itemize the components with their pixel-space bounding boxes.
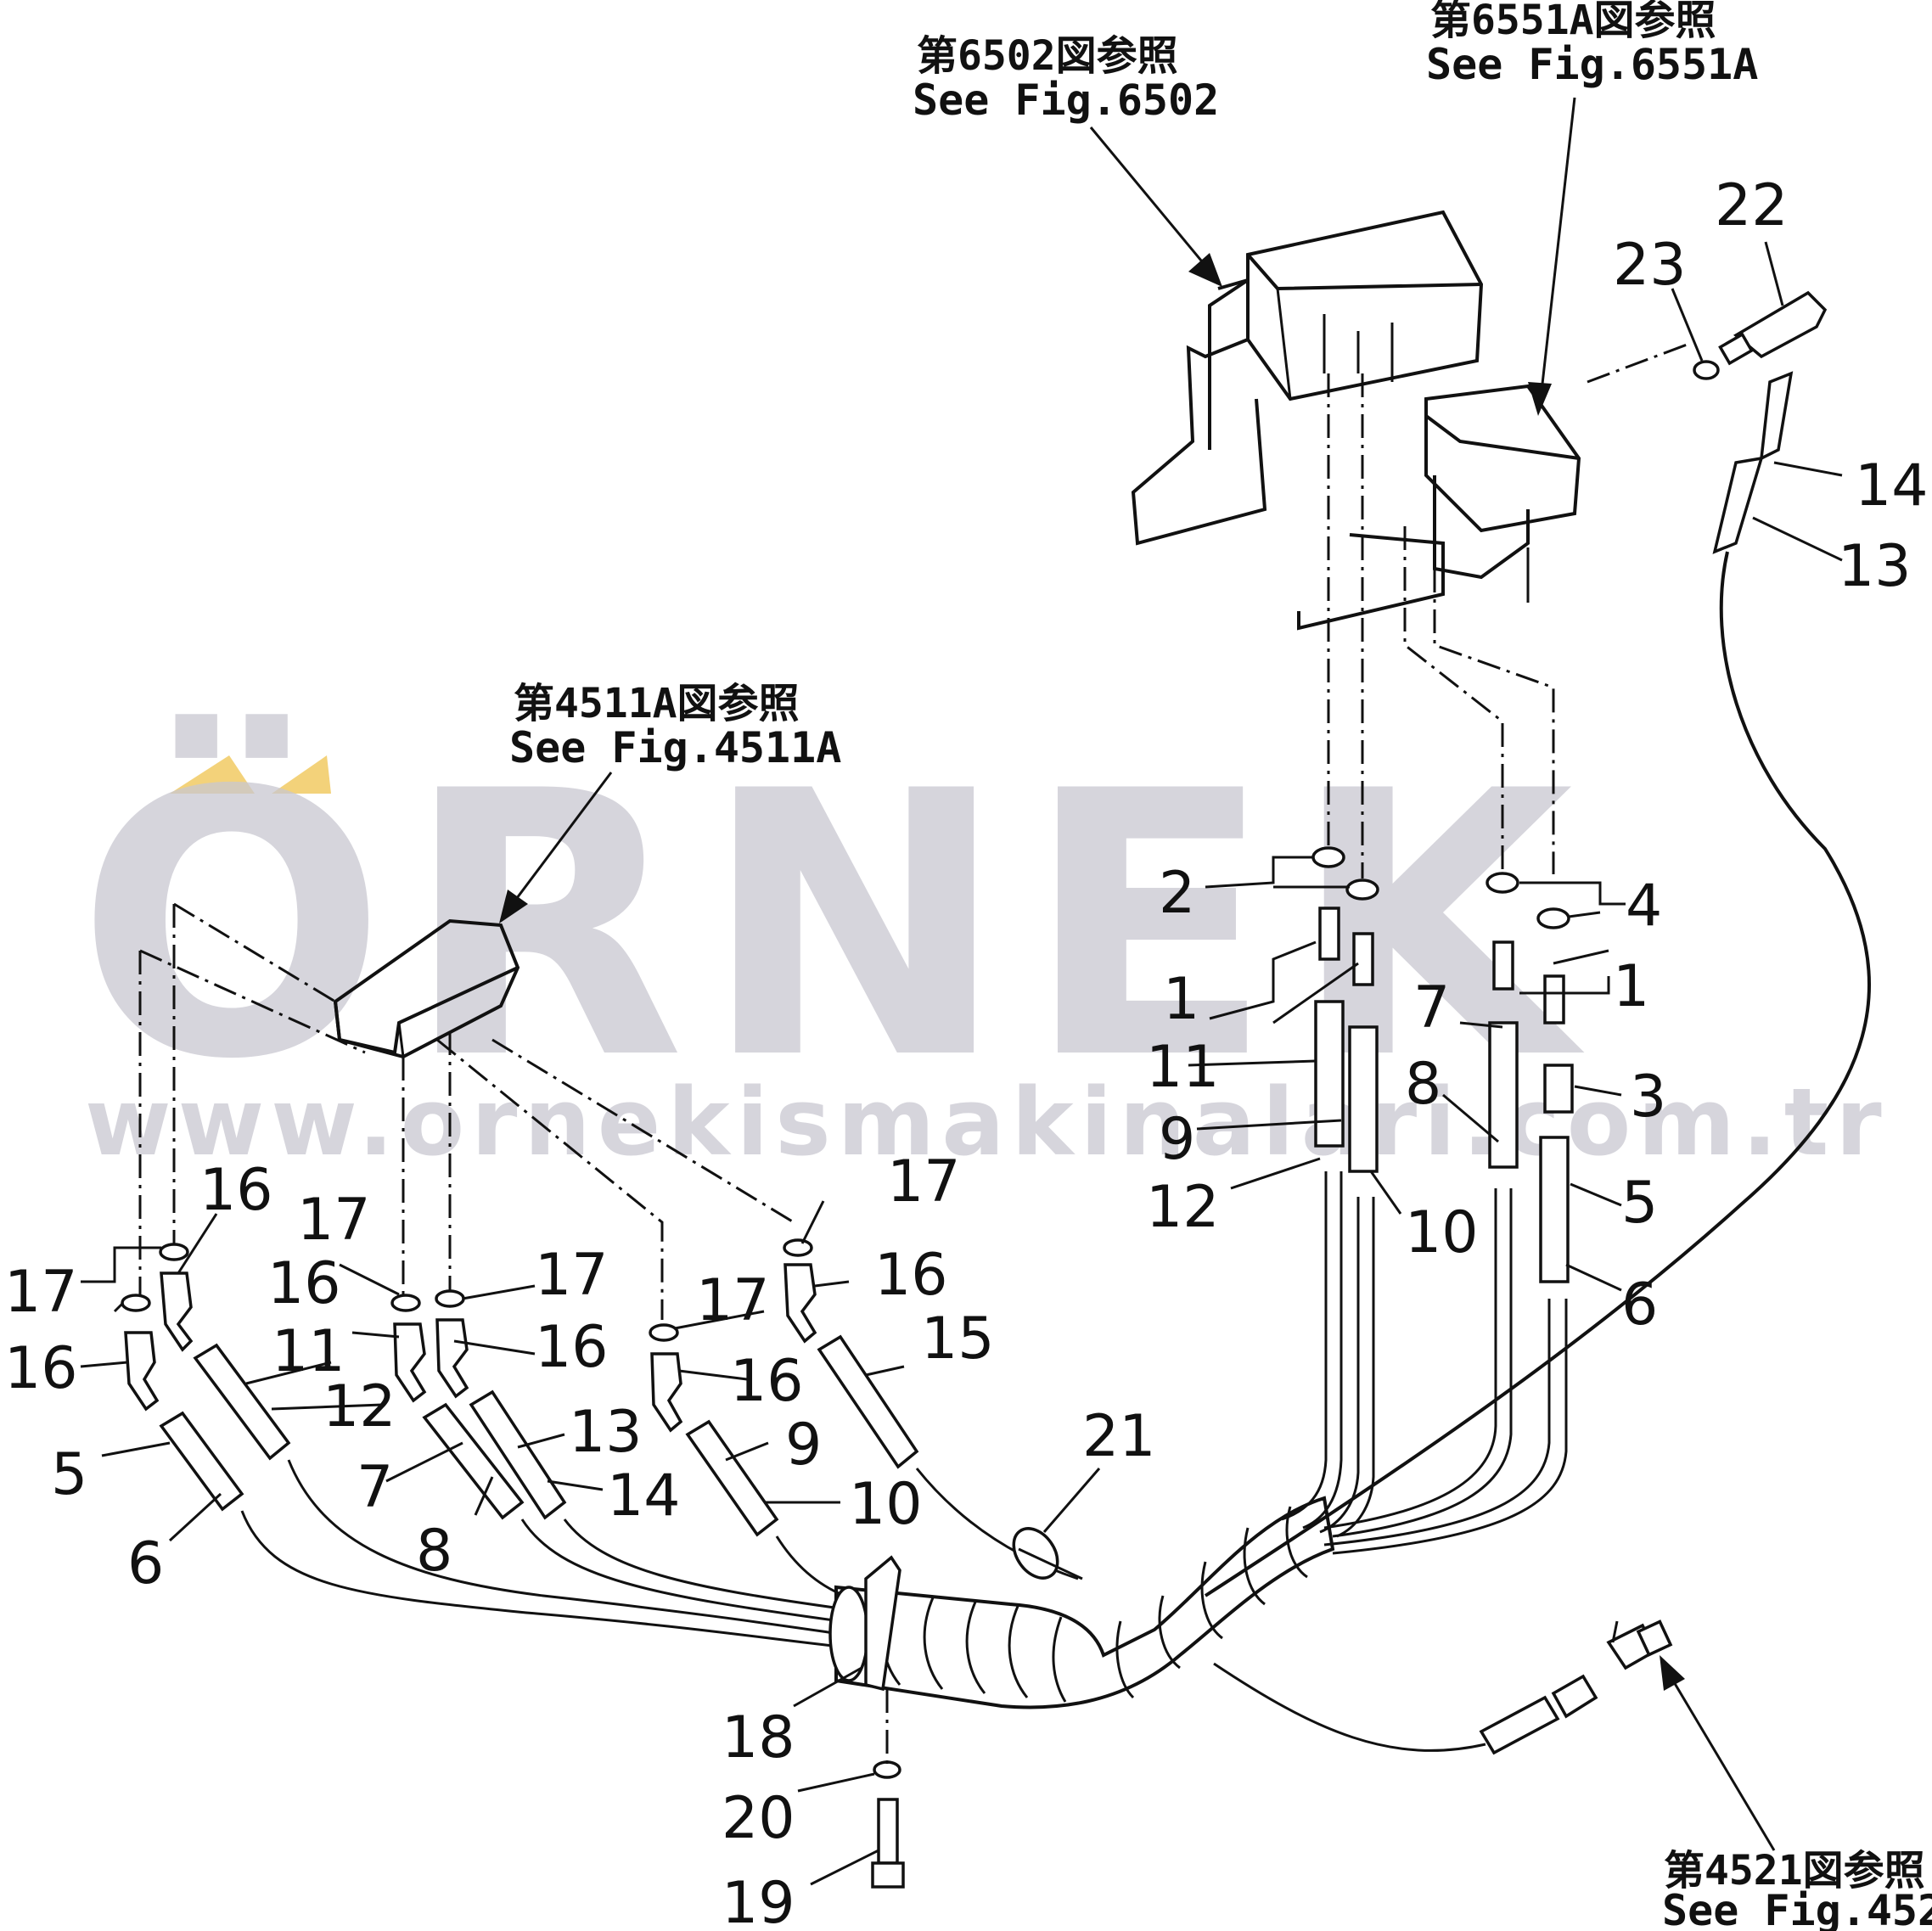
callout-20: 20: [722, 1785, 795, 1852]
ref-fig6551a-jp: 第6551A図参照: [1430, 0, 1716, 44]
watermark-accent-right: [272, 755, 331, 794]
leader-lines-upper: [1327, 342, 1690, 878]
reference-fig4521: 第4521図参照 See Fig.4521: [1662, 1847, 1932, 1931]
callout-5-right: 5: [1621, 1170, 1658, 1237]
callout-6-left: 6: [127, 1530, 164, 1597]
callout-14-left: 14: [607, 1462, 681, 1530]
ref-fig6502-jp: 第6502図参照: [917, 32, 1178, 80]
part-23-oring: [1693, 360, 1720, 380]
reference-fig6551a: 第6551A図参照 See Fig.6551A: [1426, 0, 1758, 89]
callout-17-d: 17: [887, 1148, 961, 1215]
callout-11-right: 11: [1146, 1034, 1220, 1101]
ref-fig4521-jp: 第4521図参照: [1664, 1847, 1925, 1895]
part-20-washer: [873, 1760, 901, 1779]
callouts: 22 23 14 13 2 4 1 1 7 3 11 8 9 5 12 10 6…: [4, 172, 1929, 1931]
callout-13: 13: [1838, 533, 1912, 600]
callout-6-right: 6: [1621, 1271, 1658, 1339]
left-fittings: [121, 1238, 817, 1433]
callout-9-right: 9: [1159, 1106, 1195, 1173]
callout-9-left: 9: [785, 1412, 822, 1479]
callout-16-d: 16: [535, 1314, 609, 1381]
callout-4: 4: [1626, 873, 1662, 940]
right-hoses: [1281, 1171, 1568, 1555]
callout-10-left: 10: [849, 1471, 923, 1538]
callout-1-left: 1: [1163, 966, 1199, 1033]
callout-21: 21: [1082, 1403, 1156, 1470]
watermark-accent-left: [170, 755, 255, 794]
part-22-fitting: [1718, 290, 1828, 366]
valve-assembly-upper: [1131, 210, 1581, 631]
callout-16-a: 16: [199, 1157, 273, 1224]
leader-lines-left: [138, 902, 795, 1320]
watermark: ÖRNEK www.ornekismakinalari.com.tr: [76, 710, 1889, 1176]
part-21-clamp: [1012, 1527, 1083, 1580]
ref-fig4511a-jp: 第4511A図参照: [514, 680, 800, 727]
callout-16-c: 16: [267, 1250, 341, 1317]
callout-16-b: 16: [4, 1335, 78, 1402]
callout-12-left: 12: [323, 1373, 396, 1440]
callout-17-e: 17: [696, 1267, 770, 1334]
callout-15: 15: [921, 1305, 995, 1372]
ref-fig6551a-en: See Fig.6551A: [1426, 40, 1758, 89]
hose-bundle: [828, 1496, 1335, 1709]
callout-7-left: 7: [357, 1454, 393, 1521]
callout-17-b: 17: [297, 1187, 371, 1254]
callout-18: 18: [722, 1704, 795, 1771]
callout-14: 14: [1855, 452, 1929, 519]
watermark-url: www.ornekismakinalari.com.tr: [85, 1068, 1889, 1176]
reference-fig6502: 第6502図参照 See Fig.6502: [913, 32, 1219, 125]
callout-16-e: 16: [874, 1242, 948, 1309]
callout-17-c: 17: [535, 1242, 609, 1309]
ref-fig6502-en: See Fig.6502: [913, 76, 1219, 125]
right-fittings: [1311, 846, 1574, 1283]
lower-hose-to-4521: [1213, 1619, 1673, 1755]
left-hoses: [240, 1459, 1079, 1648]
callout-8-right: 8: [1405, 1051, 1441, 1118]
valve-block-left: [333, 918, 520, 1059]
callout-22: 22: [1715, 172, 1789, 239]
callout-23: 23: [1613, 232, 1687, 299]
part-19-bolt: [871, 1798, 905, 1889]
callout-5-left: 5: [51, 1441, 87, 1508]
callout-7-right: 7: [1413, 974, 1450, 1041]
callout-3: 3: [1630, 1064, 1666, 1131]
callout-leaders: [80, 241, 1843, 1886]
callout-16-f: 16: [730, 1348, 804, 1415]
callout-2: 2: [1159, 860, 1195, 927]
part-14-13-hose-upper: [1204, 371, 1872, 1597]
callout-8-left: 8: [416, 1518, 452, 1585]
left-hose-fittings: [159, 1334, 919, 1537]
callout-17-a: 17: [4, 1259, 78, 1326]
reference-fig4511a: 第4511A図参照 See Fig.4511A: [509, 680, 841, 772]
reference-arrows: [499, 97, 1776, 1851]
ref-fig4511a-en: See Fig.4511A: [509, 723, 841, 772]
callout-11-left: 11: [272, 1318, 345, 1385]
callout-12-right: 12: [1146, 1174, 1220, 1241]
callout-1-right: 1: [1613, 953, 1649, 1020]
ref-fig4521-en: See Fig.4521: [1662, 1886, 1932, 1931]
callout-10-right: 10: [1405, 1199, 1479, 1266]
callout-19: 19: [722, 1870, 795, 1931]
callout-13-left: 13: [569, 1399, 643, 1466]
